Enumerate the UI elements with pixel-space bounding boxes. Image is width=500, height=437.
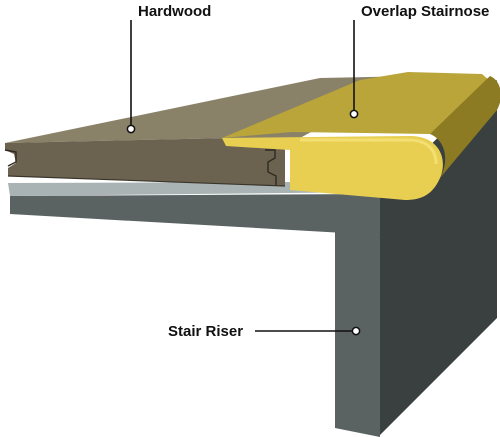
- step-front-face: [10, 194, 380, 235]
- stairnose-side-curve: [430, 76, 500, 178]
- hardwood-groove-left: [4, 149, 17, 167]
- hardwood-leader-dot: [126, 124, 136, 134]
- hardwood-groove-right: [265, 149, 277, 186]
- stairnose-leader-dot: [349, 109, 359, 119]
- hardwood-bottom-edge: [7, 175, 286, 187]
- step-top-strip: [8, 182, 380, 196]
- label-overlap-stairnose: Overlap Stairnose: [361, 3, 489, 20]
- label-stair-riser: Stair Riser: [168, 323, 243, 340]
- stairnose-top-surface: [222, 72, 498, 138]
- stairnose-front-face: [222, 136, 443, 200]
- label-hardwood: Hardwood: [138, 3, 211, 20]
- riser-leader-dot: [351, 326, 361, 336]
- stairnose-highlight: [300, 138, 438, 165]
- hardwood-front-face: [5, 138, 285, 186]
